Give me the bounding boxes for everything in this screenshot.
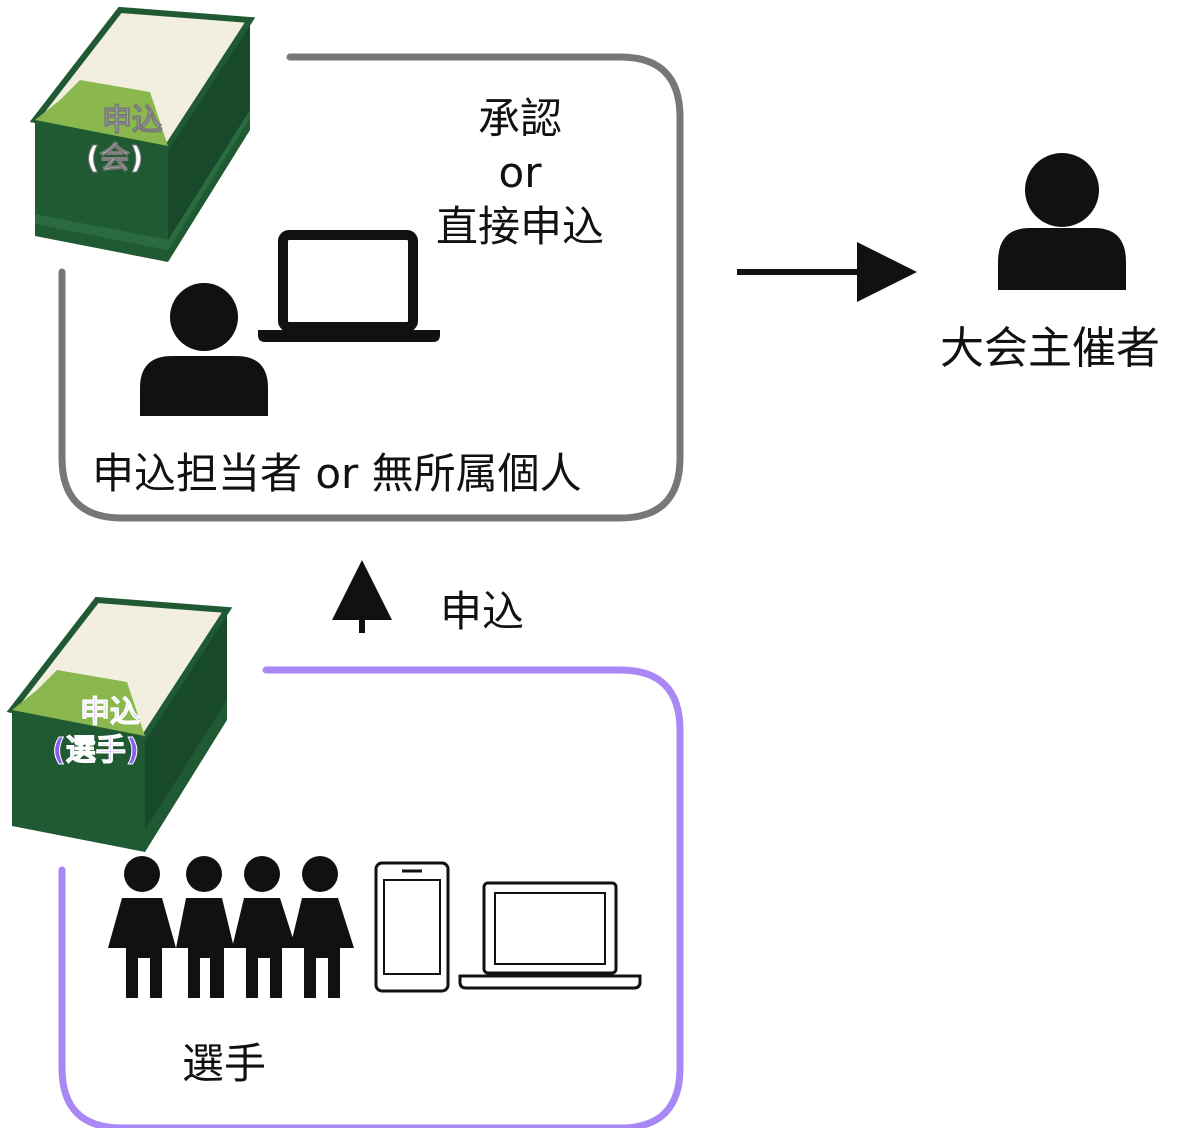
card-org-line2: (会) bbox=[86, 141, 143, 176]
laptop-icon bbox=[258, 230, 440, 342]
laptop-outline-icon bbox=[458, 881, 642, 990]
representative-label: 申込担当者 or 無所属個人 bbox=[92, 449, 582, 498]
approve-line3: 直接申込 bbox=[435, 202, 604, 251]
group-icon bbox=[108, 856, 354, 998]
apply-label: 申込 bbox=[440, 587, 525, 636]
card-player-line2: (選手) bbox=[52, 733, 139, 768]
card-stack-player-icon: 申込 (選手) bbox=[6, 596, 233, 852]
players-label: 選手 bbox=[182, 1039, 267, 1088]
card-player-line1: 申込 bbox=[80, 695, 140, 730]
org-box-border bbox=[58, 53, 684, 522]
organizer-person-icon bbox=[998, 153, 1126, 290]
smartphone-icon bbox=[374, 861, 450, 993]
approve-label: 承認 or 直接申込 bbox=[400, 92, 640, 254]
player-box-border bbox=[58, 666, 684, 1128]
representative-person-icon bbox=[140, 283, 268, 416]
approve-line1: 承認 bbox=[477, 94, 562, 143]
approve-line2: or bbox=[498, 148, 542, 197]
card-stack-org-icon: 申込 (会) bbox=[29, 6, 256, 262]
card-org-line1: 申込 bbox=[102, 103, 162, 138]
organizer-label: 大会主催者 bbox=[940, 323, 1160, 374]
